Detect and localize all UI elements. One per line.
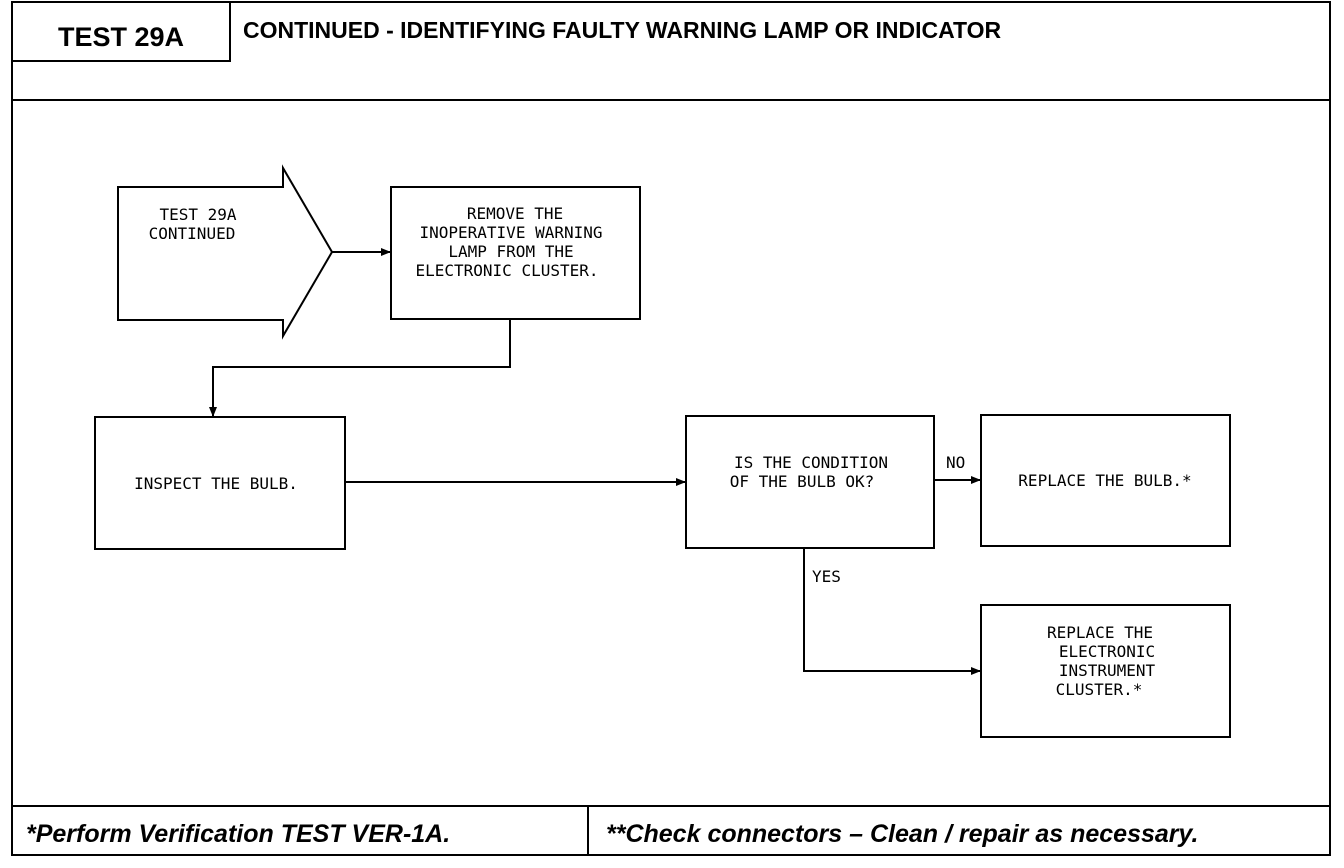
decision-line-2: OF THE BULB OK? [730,472,875,491]
entry-arrow-shape [117,164,334,340]
replace-cluster-line-4: CLUSTER.* [1056,680,1143,699]
footer-left-note: *Perform Verification TEST VER-1A. [26,820,450,848]
decision-box [685,415,935,549]
replace-cluster-line-3: INSTRUMENT [1059,661,1156,680]
replace-bulb-line-1: REPLACE THE BULB.* [1018,471,1191,490]
replace-cluster-line-2: ELECTRONIC [1059,642,1155,661]
footer-right-note: **Check connectors – Clean / repair as n… [606,820,1198,848]
entry-line-2: CONTINUED [149,224,236,243]
header-title: CONTINUED - IDENTIFYING FAULTY WARNING L… [243,17,1002,43]
test-id-label: TEST 29A [58,22,184,52]
connector-decision-yes [803,548,981,675]
remove-lamp-line-4: ELECTRONIC CLUSTER. [415,261,598,280]
connector-remove-to-inspect [209,320,511,417]
remove-lamp-line-2: INOPERATIVE WARNING [419,223,602,242]
decision-line-1: IS THE CONDITION [734,453,888,472]
remove-lamp-line-1: REMOVE THE [467,204,563,223]
remove-lamp-line-3: LAMP FROM THE [448,242,573,261]
page-frame [11,1,1331,856]
entry-line-1: TEST 29A [159,205,236,224]
inspect-bulb-line-1: INSPECT THE BULB. [134,474,298,493]
inspect-bulb-box [94,416,346,550]
replace-cluster-box [980,604,1231,738]
replace-cluster-line-1: REPLACE THE [1047,623,1153,642]
entry-arrow-text: TEST 29A CONTINUED [149,205,237,243]
label-yes: YES [812,567,841,586]
label-no: NO [946,453,965,472]
remove-lamp-box [390,186,641,320]
replace-bulb-box [980,414,1231,547]
